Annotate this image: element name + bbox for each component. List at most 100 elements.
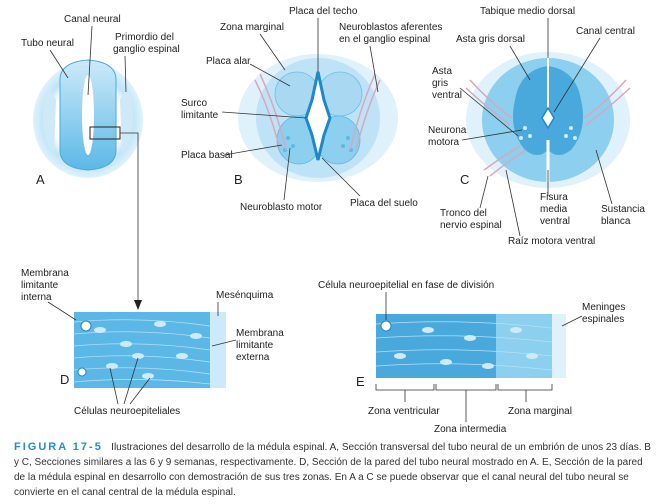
leader-placa-alar [249, 63, 291, 87]
neuronas-c [519, 126, 577, 140]
caption-text: Ilustraciones del desarrollo de la médul… [14, 442, 651, 498]
leader-canal-neural [87, 25, 93, 96]
label-zona-ventricular: Zona ventricular [368, 406, 440, 417]
label-canal-neural: Canal neural [64, 14, 121, 25]
label-primordio-2: ganglio espinal [113, 44, 180, 55]
leader-placa-suelo [321, 157, 361, 197]
panel-d-nuclei [94, 321, 202, 379]
leader-celulas-1 [109, 367, 119, 405]
leader-membrana-int [47, 301, 77, 321]
caption-title: FIGURA 17-5 [14, 441, 103, 453]
label-placa-basal: Placa basal [181, 150, 233, 161]
label-neurona-1: Neurona [428, 125, 467, 136]
label-placa-techo: Placa del techo [289, 6, 358, 17]
label-placa-alar: Placa alar [206, 56, 251, 67]
panel-d-dividing-cell [80, 320, 92, 332]
label-zona-marginal-b: Zona marginal [220, 22, 284, 33]
label-placa-suelo: Placa del suelo [350, 198, 418, 209]
leader-primordio [124, 55, 127, 93]
neuroblasts-b [283, 136, 353, 152]
leader-meninges [561, 315, 583, 327]
panel-d-letter: D [60, 372, 69, 387]
label-surco-2: limitante [181, 110, 219, 121]
label-tronco-2: nervio espinal [440, 220, 502, 231]
label-zona-marginal-e: Zona marginal [508, 406, 572, 417]
leader-tubo-neural [49, 49, 69, 79]
bracket-intermedia [435, 384, 497, 422]
label-mesenquima: Mesénquima [216, 290, 274, 301]
label-neurona-2: motora [428, 137, 460, 148]
leader-sustancia [595, 149, 613, 205]
label-tubo-neural: Tubo neural [21, 38, 74, 49]
canal-neural-shape [82, 75, 94, 155]
label-canal-central: Canal central [576, 26, 635, 37]
label-fisura-1: Fisura [540, 192, 568, 203]
panel-d-wall [74, 312, 210, 388]
label-meninges-2: espinales [582, 314, 624, 325]
bracket-ventricular [375, 384, 435, 402]
label-membrana-ext-2: limitante [236, 340, 274, 351]
label-neuroblastos-1: Neuroblastos aferentes [339, 22, 442, 33]
panel-d-cell-bottom [77, 367, 87, 377]
panel-d-mesenquima [210, 312, 226, 388]
label-surco-1: Surco [181, 98, 208, 109]
leader-canal-central [553, 37, 601, 113]
afferent-fibers-b [254, 73, 381, 151]
label-tronco-1: Tronco del [440, 208, 487, 219]
leader-tronco [479, 175, 489, 209]
panel-c-letter: C [460, 172, 469, 187]
panel-e: E Célula neuroepitelial en fase de divis… [318, 280, 625, 435]
label-primordio-1: Primordio del [115, 32, 174, 43]
label-membrana-int-3: interna [21, 292, 52, 303]
label-celula-division: Célula neuroepitelial en fase de divisió… [318, 280, 494, 291]
leader-asta-dorsal [509, 45, 531, 81]
leader-membrana-ext [211, 339, 237, 347]
label-sustancia-1: Sustancia [601, 204, 645, 215]
canal-central-shape [541, 106, 555, 130]
leader-neuroblasto-motor [283, 147, 291, 201]
ganglio-right-shape [120, 88, 134, 152]
roots-c [465, 79, 631, 177]
figure-caption: FIGURA 17-5 Ilustraciones del desarrollo… [14, 440, 654, 500]
panel-b-letter: B [234, 172, 243, 187]
canal-b-shape [304, 71, 332, 161]
connector-a-to-d [120, 132, 139, 305]
ganglio-left-shape [42, 88, 56, 152]
bracket-marginal [497, 384, 553, 402]
panel-e-fibers [375, 321, 553, 371]
panel-b: B Placa del techo Zona marginal Neurobla… [181, 6, 442, 213]
leader-celulas-2 [123, 357, 139, 405]
label-asta-gris-dorsal: Asta gris dorsal [456, 34, 525, 45]
label-asta-1: Asta [432, 66, 452, 77]
leader-zona-marginal-b [259, 33, 286, 71]
label-membrana-ext-1: Membrana [236, 328, 284, 339]
leader-surco [221, 111, 307, 119]
label-membrana-ext-3: externa [236, 352, 270, 363]
label-neuroblasto-motor: Neuroblasto motor [240, 202, 323, 213]
label-meninges-1: Meninges [582, 302, 625, 313]
panel-a: A Canal neural Tubo neural Primordio del… [21, 14, 180, 310]
label-fisura-2: media [540, 204, 568, 215]
label-tabique: Tabique medio dorsal [480, 6, 575, 17]
connector-arrowhead [134, 300, 142, 310]
panel-e-nuclei [394, 327, 538, 369]
panel-d: D Membrana limitante interna Mesénquima … [21, 268, 284, 417]
label-membrana-int-1: Membrana [21, 268, 69, 279]
panel-e-dividing-cell [380, 320, 392, 332]
leader-asta-ventral [459, 87, 519, 137]
label-neuroblastos-2: en el ganglio espinal [339, 34, 430, 45]
panel-c: C Tabique medio dorsal Asta gris dorsal … [428, 6, 645, 247]
label-membrana-int-2: limitante [21, 280, 59, 291]
panel-a-letter: A [36, 172, 45, 187]
label-sustancia-2: blanca [601, 216, 631, 227]
label-asta-2: gris [432, 78, 448, 89]
panel-e-meninges [552, 314, 566, 378]
leader-celulas-3 [129, 377, 151, 405]
leader-raiz [505, 169, 521, 237]
leader-neurona [461, 129, 523, 141]
label-asta-3: ventral [432, 90, 462, 101]
label-zona-intermedia: Zona intermedia [434, 424, 507, 435]
leader-placa-basal [223, 144, 283, 156]
label-celulas: Células neuroepiteliales [74, 406, 180, 417]
